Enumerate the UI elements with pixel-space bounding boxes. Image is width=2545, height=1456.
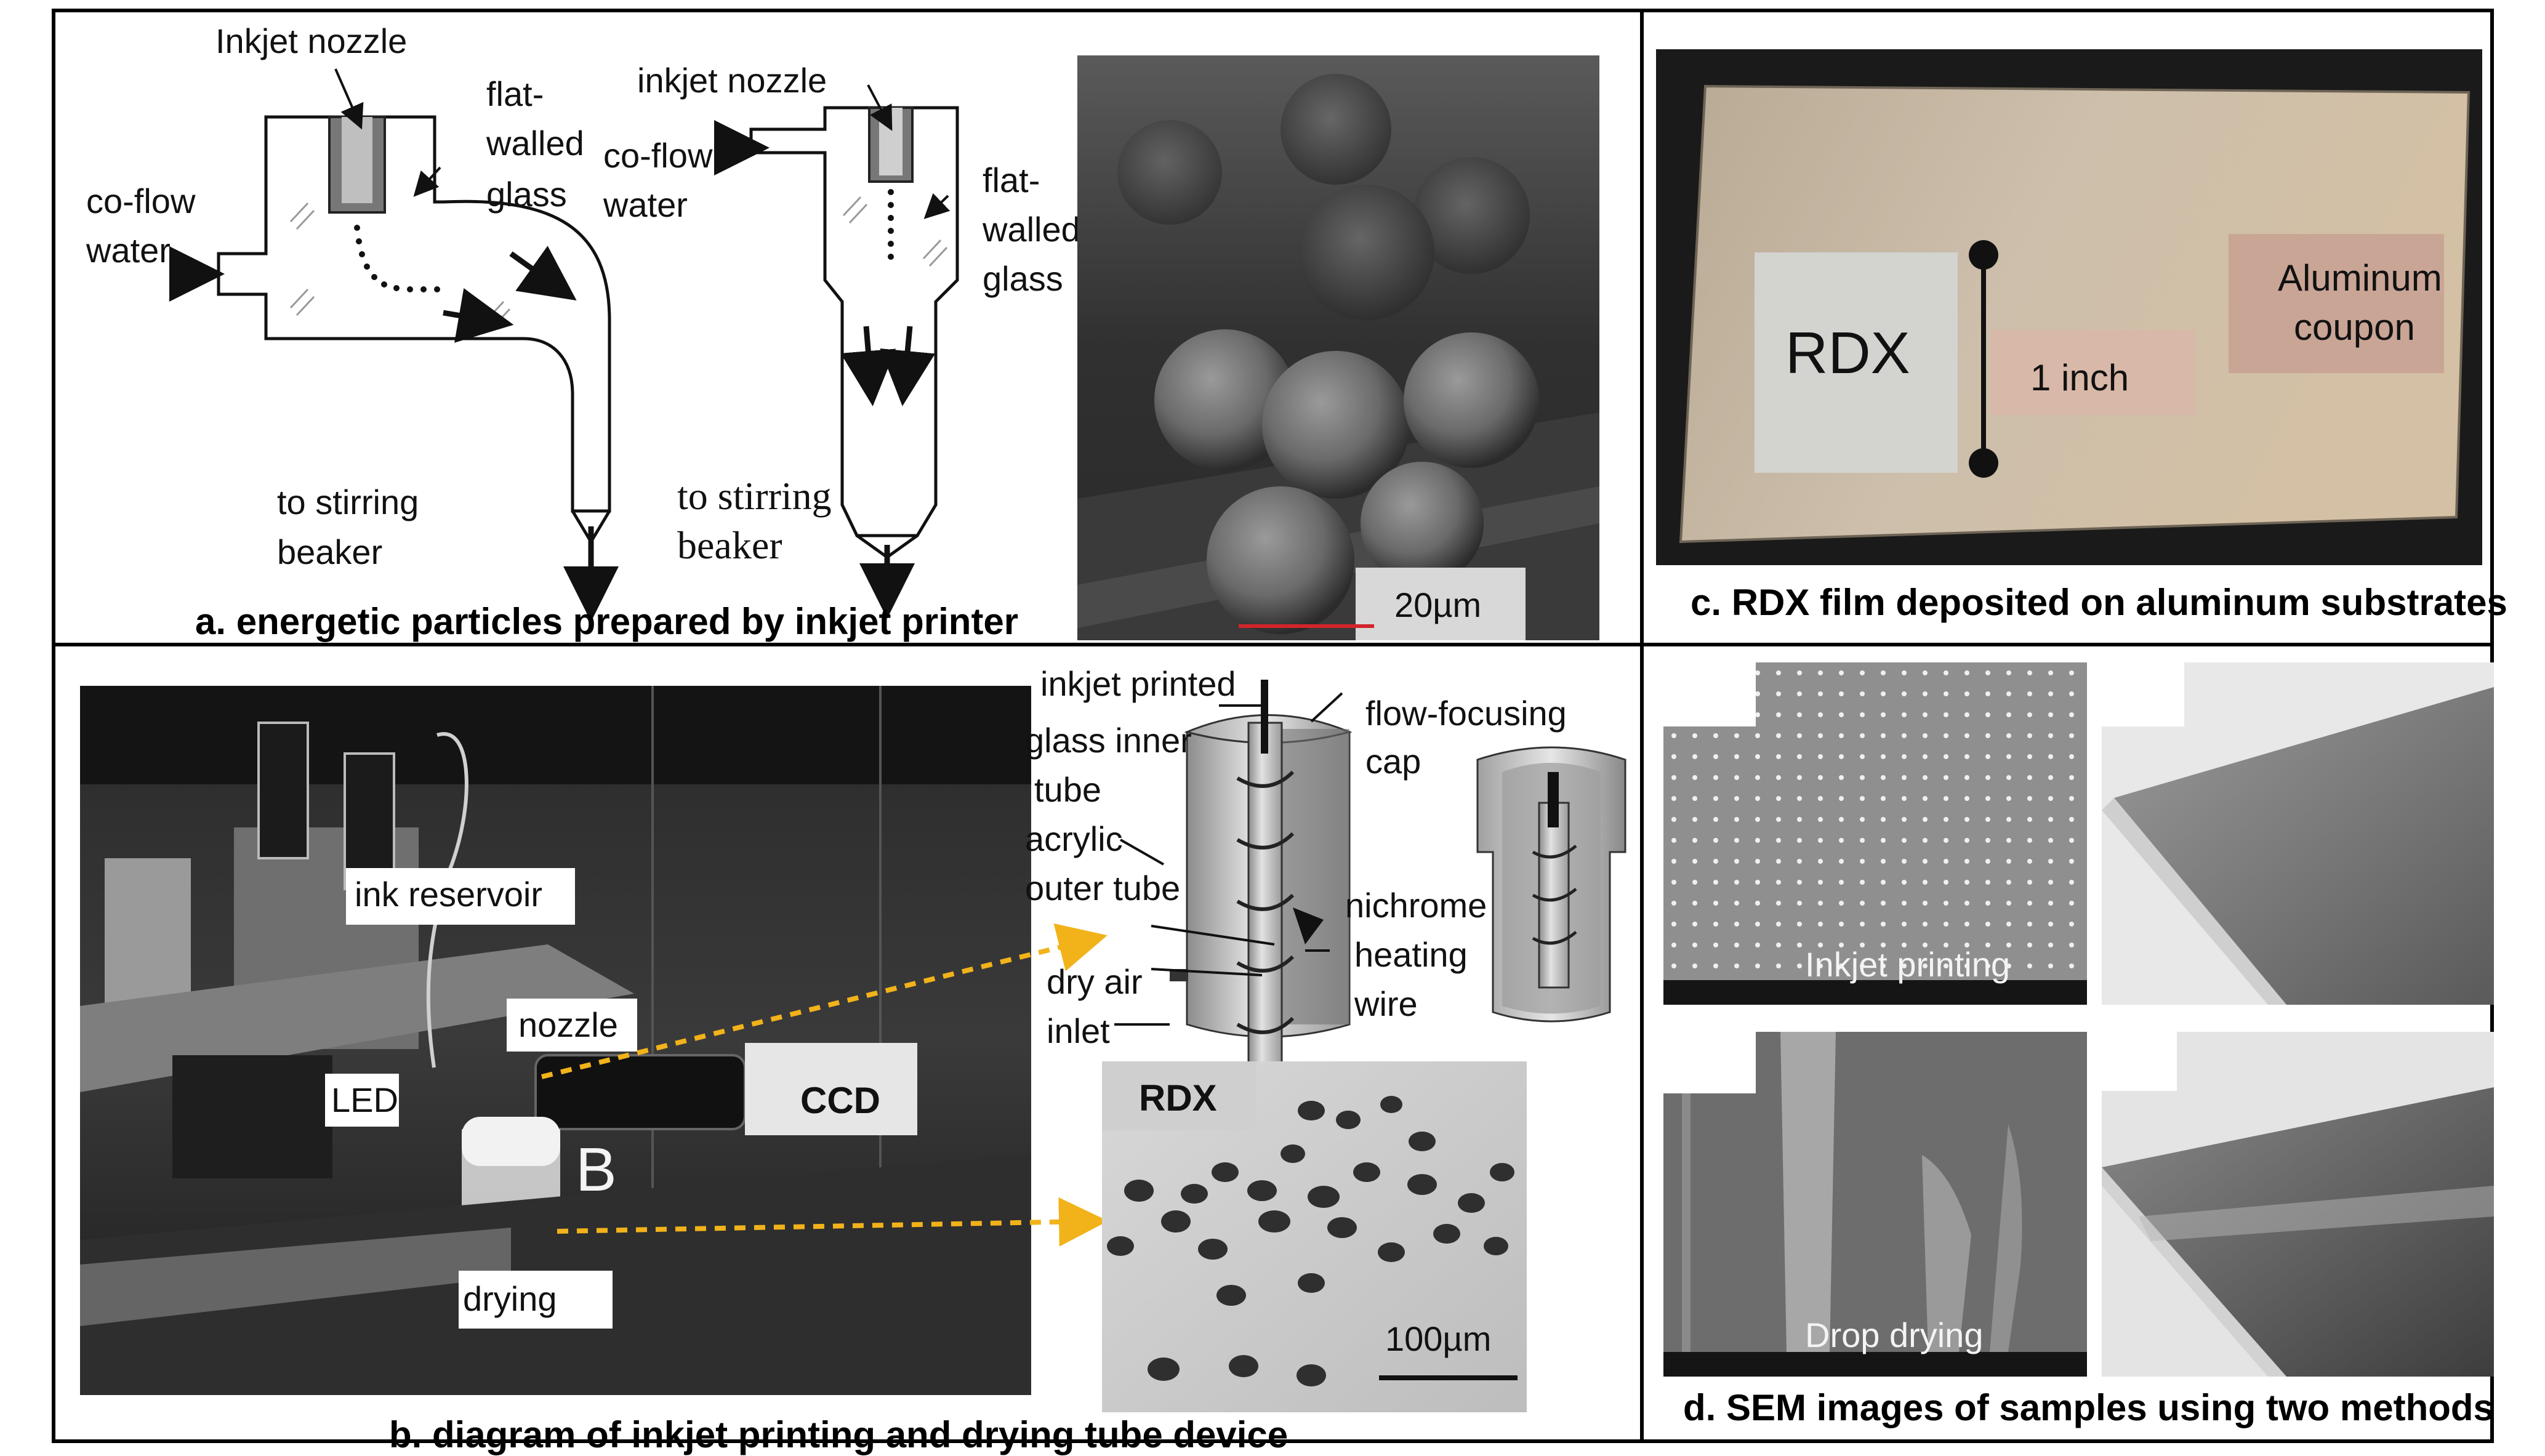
panel-c: RDX 1 inch Aluminum coupon c. RDX film d…	[1640, 9, 2507, 646]
panel-b: ink reservoir nozzle LED CCD B drying	[0, 643, 1644, 1455]
outer-tube-label-1: acrylic	[1025, 819, 1123, 858]
rdx-sem-label: RDX	[1139, 1077, 1217, 1119]
drying-label: drying	[463, 1279, 557, 1318]
ink-reservoir-tag	[346, 868, 575, 925]
left-inkjet-nozzle-label: Inkjet nozzle	[215, 22, 408, 60]
inch-measure-dot-bottom	[1969, 448, 1998, 478]
pointer-arrows	[541, 923, 1108, 1247]
coupon-label-box	[2229, 234, 2444, 373]
drop-photo-corner-box	[2102, 1032, 2177, 1091]
left-glass-label-2: walled	[486, 124, 584, 163]
particle-scale-box	[1356, 568, 1526, 640]
panel-a: Inkjet nozzle flat- walled glass co-flow…	[0, 0, 1644, 646]
ink-reservoir-label: ink reservoir	[355, 875, 542, 914]
particle-scale-bar	[1239, 624, 1374, 628]
right-glass-label-1: flat-	[983, 161, 1040, 199]
rdx-sem-image: RDX 100µm	[1102, 1061, 1527, 1412]
left-glass-label-1: flat-	[486, 74, 544, 113]
ccd-label: CCD	[800, 1080, 880, 1121]
inkjet-printing-label: Inkjet printing	[1805, 945, 2011, 984]
right-stirring-label-1: to stirring	[677, 474, 832, 518]
aluminum-coupon-photo: RDX 1 inch Aluminum coupon	[1656, 49, 2482, 565]
nozzle-schematics	[169, 68, 959, 622]
rdx-sem-label-box	[1102, 1061, 1256, 1130]
particle-sem-image: 20µm	[1077, 55, 1599, 640]
air-inlet-label-2: inlet	[1047, 1012, 1110, 1050]
led-label: LED	[331, 1080, 398, 1119]
left-glass-label-3: glass	[486, 175, 567, 214]
left-coflow-label-2: water	[86, 231, 171, 270]
inch-label: 1 inch	[2030, 357, 2129, 398]
tube-leader-lines	[1114, 692, 1343, 1026]
air-inlet-label-1: dry air	[1047, 962, 1143, 1001]
flow-focusing-label-1: flow-focusing	[1365, 694, 1567, 733]
panel-d-caption: d. SEM images of samples using two metho…	[1683, 1387, 2494, 1428]
printing-setup-photo: ink reservoir nozzle LED CCD B drying	[80, 686, 1031, 1395]
inch-label-box	[1991, 330, 2195, 415]
right-flow-arrows	[714, 120, 936, 619]
heating-wire-label-3: wire	[1354, 984, 1418, 1023]
rdx-sem-scale-bar	[1379, 1375, 1518, 1380]
panel-c-caption: c. RDX film deposited on aluminum substr…	[1691, 582, 2507, 623]
heating-wire-label-2: heating	[1354, 935, 1468, 974]
right-inkjet-nozzle-label: inkjet nozzle	[637, 61, 827, 100]
drop-drying-photo	[2102, 1032, 2494, 1377]
right-glass-label-2: walled	[983, 210, 1080, 249]
panel-a-caption: a. energetic particles prepared by inkje…	[195, 601, 1019, 642]
drop-sem-corner-box	[1663, 1032, 1756, 1093]
drop-drying-label: Drop drying	[1805, 1316, 1984, 1354]
nozzle-tag	[507, 999, 637, 1052]
panel-d: Inkjet printing Drop drying	[1640, 643, 2494, 1443]
left-flow-arrows	[169, 246, 619, 622]
inkjet-printing-sem: Inkjet printing	[1663, 662, 2087, 1005]
inner-tube-label-1: glass inner	[1025, 721, 1192, 760]
rdx-film-label: RDX	[1785, 320, 1910, 386]
inkjet-sem-corner-box	[1663, 662, 1756, 726]
right-coflow-label-1: co-flow	[603, 136, 713, 175]
inch-measure-line	[1981, 252, 1986, 462]
inch-measure-dot-top	[1969, 240, 1998, 270]
left-stirring-label-1: to stirring	[277, 483, 419, 521]
coupon-label-1: Aluminum	[2278, 257, 2442, 299]
right-glass-label-3: glass	[983, 259, 1063, 298]
inner-tube-label-2: tube	[1034, 770, 1101, 809]
drying-tag	[459, 1271, 613, 1329]
particle-scale-label: 20µm	[1394, 585, 1482, 624]
heating-wire-label-1: nichrome	[1345, 886, 1487, 925]
right-coflow-label-2: water	[603, 185, 688, 224]
rdx-sem-scale-label: 100µm	[1385, 1319, 1492, 1358]
left-droplet-trail	[354, 225, 440, 292]
outer-tube-label-2: outer tube	[1025, 869, 1181, 907]
drying-tube-schematic	[1170, 680, 1626, 1092]
left-coflow-label-1: co-flow	[86, 182, 196, 220]
panel-b-caption: b. diagram of inkjet printing and drying…	[389, 1414, 1289, 1455]
inkjet-printing-photo	[2102, 662, 2494, 1005]
nozzle-label: nozzle	[518, 1005, 618, 1044]
flow-focusing-label-2: cap	[1365, 742, 1421, 781]
led-tag	[325, 1074, 399, 1127]
rdx-film-swatch	[1755, 252, 1958, 473]
right-stirring-label-2: beaker	[677, 523, 782, 567]
drop-drying-sem: Drop drying	[1663, 1032, 2087, 1377]
coupon-label-2: coupon	[2294, 307, 2415, 348]
drying-tube-mark: B	[576, 1135, 617, 1204]
inkjet-printed-label: inkjet printed	[1040, 664, 1236, 703]
right-droplet-trail	[888, 189, 894, 260]
left-stirring-label-2: beaker	[277, 533, 383, 571]
inkjet-photo-corner-box	[2102, 662, 2184, 726]
